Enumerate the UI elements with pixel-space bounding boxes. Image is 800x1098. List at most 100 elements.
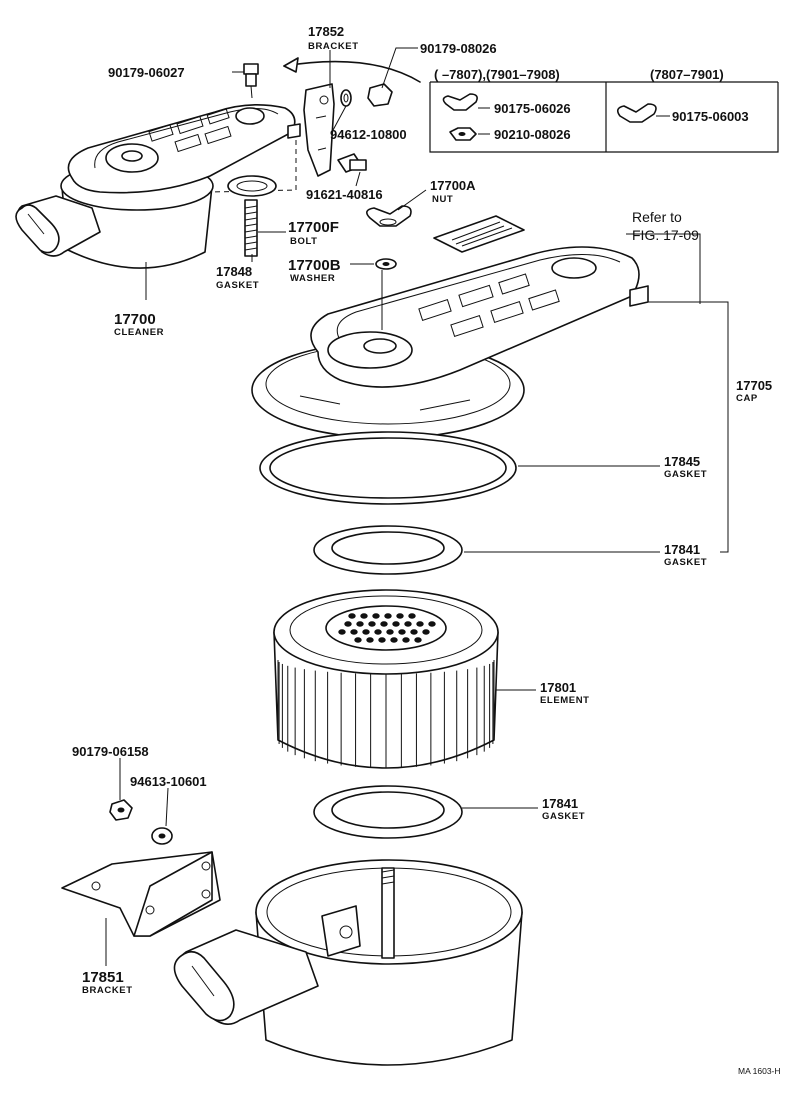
element-core-hole (354, 637, 362, 643)
leader-94613 (165, 787, 169, 827)
label-94612-10800: 94612-10800 (330, 127, 407, 142)
hex-nut-icon (449, 127, 477, 141)
cleaner-assembly-drawing (15, 104, 301, 269)
label-17700F-name: BOLT (290, 236, 318, 247)
element-core-hole (414, 637, 422, 643)
element-core-hole (410, 629, 418, 635)
element-core-hole (398, 629, 406, 635)
cap-17705-drawing (251, 246, 649, 439)
element-core-hole (356, 621, 364, 627)
element-core-hole (422, 629, 430, 635)
serial-table-header-right: (7807–7901) (650, 67, 724, 82)
table-part-90175-06026: 90175-06026 (494, 101, 571, 116)
serial-table: ( –7807),(7901–7908) (7807–7901) 90175-0… (429, 67, 779, 153)
label-17700A-num: 17700A (430, 178, 476, 193)
element-core-hole (362, 629, 370, 635)
element-core-hole (386, 629, 394, 635)
element-core-hole (428, 621, 436, 627)
element-core-hole (390, 637, 398, 643)
leader-refer (626, 233, 701, 304)
bolt-91621-drawing (337, 153, 367, 173)
element-core-hole (402, 637, 410, 643)
label-17852-num: 17852 (308, 24, 344, 39)
element-core-hole (416, 621, 424, 627)
bracket-17852-drawing (303, 83, 335, 177)
table-part-90210-08026: 90210-08026 (494, 127, 571, 142)
label-plate-drawing (433, 215, 525, 253)
nut-90179-08026-drawing (367, 83, 393, 107)
element-17801-drawing (273, 589, 499, 769)
label-17801-name: ELEMENT (540, 695, 590, 706)
element-core-hole (404, 621, 412, 627)
figure-code: MA 1603-H (738, 1066, 781, 1076)
washer-17700B-drawing (375, 258, 397, 270)
table-part-90175-06003: 90175-06003 (672, 109, 749, 124)
label-91621-40816: 91621-40816 (306, 187, 383, 202)
bolt-17700F-drawing (244, 199, 258, 257)
washer-94613-drawing (151, 827, 173, 845)
element-core-hole (350, 629, 358, 635)
label-17700F-num: 17700F (288, 219, 339, 236)
label-17700A-name: NUT (432, 194, 453, 205)
label-17700B-num: 17700B (288, 257, 341, 274)
washer-94612-drawing (340, 89, 352, 107)
label-17700B-name: WASHER (290, 273, 335, 284)
element-core-hole (374, 629, 382, 635)
wing-nut-icon (442, 93, 478, 111)
leader-17700A (397, 189, 427, 211)
label-17848-num: 17848 (216, 264, 252, 279)
element-core-hole (396, 613, 404, 619)
label-17705-num: 17705 (736, 378, 772, 393)
element-core-hole (366, 637, 374, 643)
label-17845-num: 17845 (664, 454, 700, 469)
gasket-17841-lower-drawing (313, 785, 463, 839)
gasket-17845-drawing (259, 431, 517, 505)
element-core-hole (380, 621, 388, 627)
label-17700-name: CLEANER (114, 327, 164, 338)
wing-nut-17700A-drawing (366, 205, 412, 227)
gasket-17848-drawing (227, 175, 277, 197)
label-17851-name: BRACKET (82, 985, 133, 996)
element-core-hole (408, 613, 416, 619)
label-17848-name: GASKET (216, 280, 259, 291)
label-94613-10601: 94613-10601 (130, 774, 207, 789)
nut-90179-06158-drawing (109, 799, 133, 821)
label-90179-06158: 90179-06158 (72, 744, 149, 759)
serial-table-header-left: ( –7807),(7901–7908) (434, 67, 560, 82)
direction-arrow (283, 60, 421, 83)
leader-91621 (355, 171, 361, 187)
label-17851-num: 17851 (82, 969, 124, 986)
element-core-hole (360, 613, 368, 619)
bracket-17705 (648, 301, 729, 553)
element-core-hole (392, 621, 400, 627)
leader-90179-08026 (381, 47, 418, 89)
element-core-hole (372, 613, 380, 619)
arrow-head (283, 57, 299, 73)
element-core-hole (344, 621, 352, 627)
housing-drawing (173, 859, 523, 1066)
gasket-17841-upper-drawing (313, 525, 463, 575)
element-core-hole (368, 621, 376, 627)
element-core-hole (348, 613, 356, 619)
label-17845-name: GASKET (664, 469, 707, 480)
element-core-hole (384, 613, 392, 619)
label-90179-06027: 90179-06027 (108, 65, 185, 80)
label-17841-upper-num: 17841 (664, 542, 700, 557)
label-17801-num: 17801 (540, 680, 576, 695)
label-17852-name: BRACKET (308, 41, 359, 52)
bracket-17851-drawing (61, 851, 221, 937)
leader-94612 (331, 105, 347, 133)
stud-90179-06027-drawing (243, 63, 259, 99)
refer-line-1: Refer to (632, 209, 682, 225)
label-17841-lower-name: GASKET (542, 811, 585, 822)
label-17705-name: CAP (736, 393, 758, 404)
wing-nut-icon-2 (616, 103, 657, 123)
label-17841-lower-num: 17841 (542, 796, 578, 811)
element-core-hole (378, 637, 386, 643)
refer-line-2: FIG. 17-09 (632, 227, 699, 243)
label-17700-num: 17700 (114, 311, 156, 328)
label-17841-upper-name: GASKET (664, 557, 707, 568)
element-core-hole (338, 629, 346, 635)
label-90179-08026: 90179-08026 (420, 41, 497, 56)
